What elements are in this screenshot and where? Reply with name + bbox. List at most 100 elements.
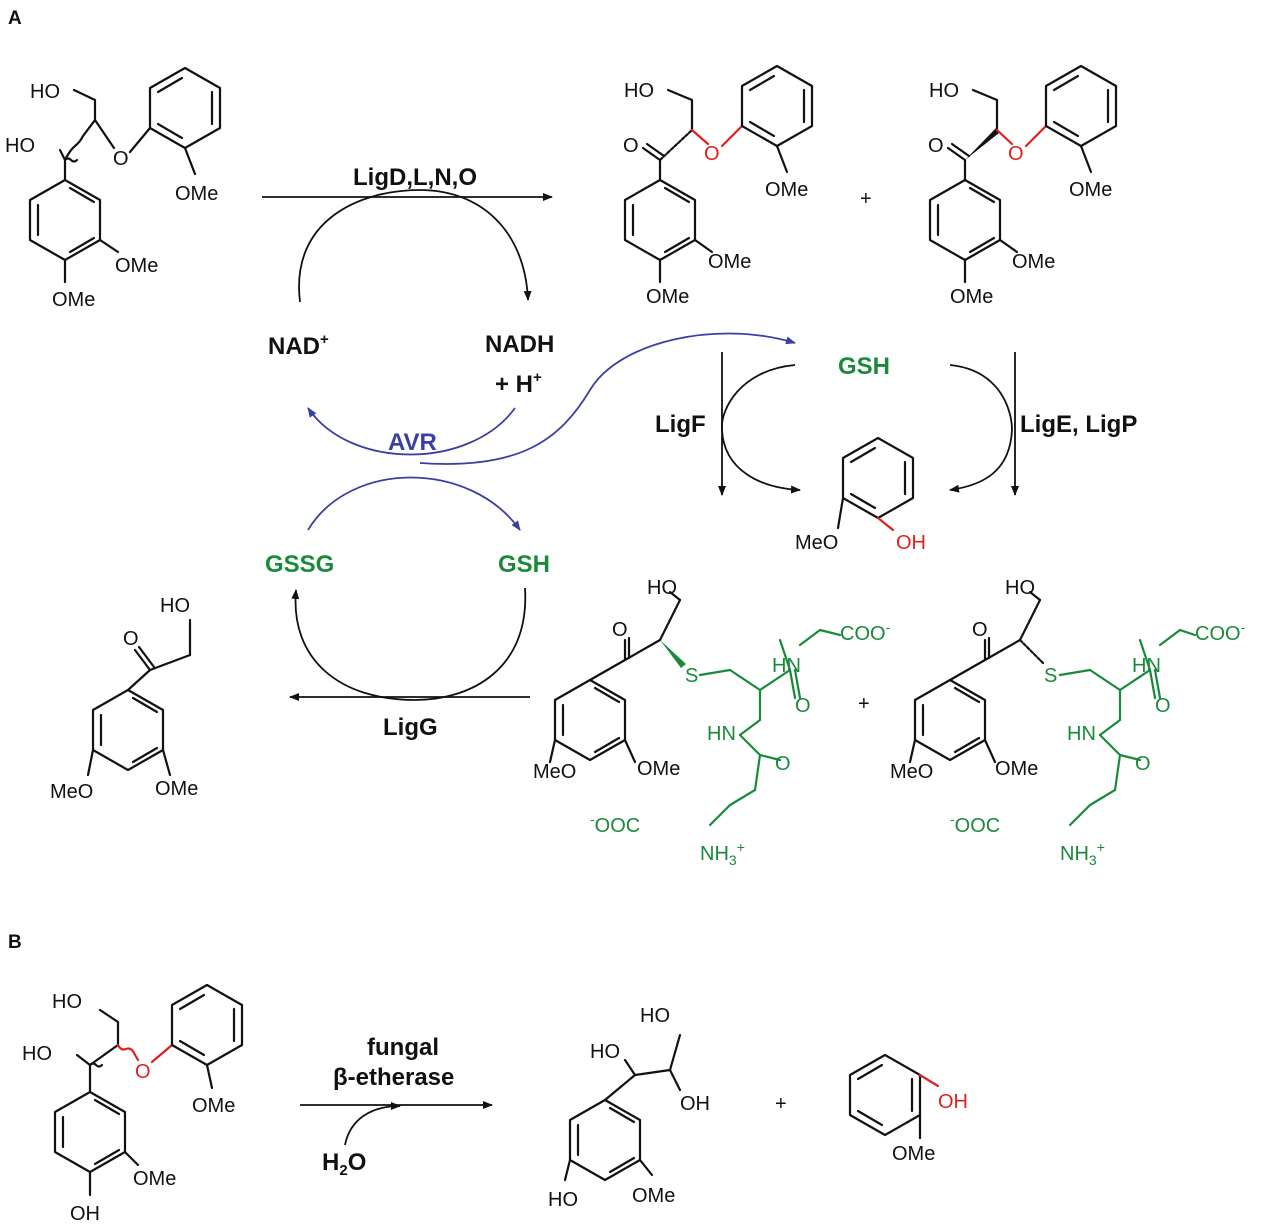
label-o: O [775,753,791,775]
gsh-label-top: GSH [838,353,890,380]
enzyme-ligdlno: LigD,L,N,O [353,164,477,191]
plus-sign: + [860,188,872,210]
label-ome: OMe [646,286,689,308]
label-oh: OH [938,1091,968,1113]
svg-text:-OOC: -OOC [950,811,1000,837]
nadh-label: NADH [485,331,554,358]
substrate-b: HO HO O OMe OMe OH [22,983,244,1225]
label-meo: MeO [795,532,838,554]
label-hn: HN [707,723,736,745]
ligg-product: HO O MeO OMe [50,595,198,803]
label-oh: OH [896,532,926,554]
label-s: S [685,665,698,687]
label-nh3: NH [700,843,729,865]
label-o: O [795,695,811,717]
svg-text:COO-: COO- [1195,619,1246,645]
gsh-cycle-arc [291,587,527,701]
label-o: O [135,1061,151,1083]
label-meo: MeO [50,781,93,803]
label-oh: OH [70,1203,100,1225]
label-ome: OMe [892,1143,935,1165]
enzyme-fungal-line1: fungal [367,1034,439,1061]
svg-text:COO-: COO- [840,619,891,645]
label-oh: OH [680,1093,710,1115]
glutathione-conjugate-2: HO O S HN COO- O HN O -OOC NH3+ MeO OMe [890,577,1246,868]
label-o: O [972,619,988,641]
label-ho: HO [52,991,82,1013]
label-ho: HO [1005,577,1035,599]
enzyme-fungal-line2: β-etherase [333,1064,454,1091]
substrate-gggge: HO HO O OMe OMe OMe [5,66,222,311]
avr-arc-gssg [307,476,521,531]
label-s: S [1044,665,1057,687]
guaiacol-product: MeO OH [795,436,926,554]
ligep-curve [949,364,1013,493]
label-meo: MeO [890,761,933,783]
guaiacol-product-b: OH OMe [848,1053,968,1165]
svg-text:NH3+: NH3+ [1060,839,1105,868]
avr-arc-nadh [307,407,516,456]
label-ho: HO [22,1043,52,1065]
label-o: O [612,619,628,641]
panel-label-a: A [8,8,22,29]
gssg-label: GSSG [265,551,334,578]
avr-label: AVR [388,429,437,456]
triol-product: HO HO OH HO OMe [548,1005,710,1211]
label-ome: OMe [52,289,95,311]
hplus-label: + H+ [495,369,542,398]
label-ome: OMe [708,251,751,273]
label-o: O [623,135,639,157]
enzyme-ligf: LigF [655,411,706,438]
gsh-label: GSH [498,551,550,578]
label-ome: OMe [133,1168,176,1190]
label-hn: HN [1132,655,1161,677]
water-label: H2O [322,1149,366,1179]
label-hn: HN [772,655,801,677]
label-ome: OMe [175,183,218,205]
label-o: O [113,148,129,170]
plus-sign: + [775,1093,787,1115]
label-ome: OMe [950,286,993,308]
label-ome: OMe [637,758,680,780]
glutathione-conjugate-1: HO O S HN COO- O HN O -OOC NH3+ MeO OMe [533,577,891,868]
label-nh3: NH [1060,843,1089,865]
ketone-product-1: HO O O OMe OMe OMe [623,64,814,308]
ketone-product-2: HO O O OMe OMe OMe [928,64,1118,308]
enzyme-ligep: LigE, LigP [1020,411,1137,438]
label-ome: OMe [1012,251,1055,273]
label-ooc: OOC [595,815,641,837]
water-curve [344,1102,401,1146]
panel-label-b: B [8,932,22,953]
label-ho: HO [929,80,959,102]
label-o: O [928,135,944,157]
label-hn: HN [1067,723,1096,745]
label-coo: COO [1195,623,1241,645]
enzyme-ligg: LigG [383,714,438,741]
label-ho: HO [30,81,60,103]
label-ho: HO [590,1041,620,1063]
label-ho: HO [647,577,677,599]
label-o: O [123,628,139,650]
label-ho: HO [548,1189,578,1211]
svg-text:-OOC: -OOC [590,811,640,837]
label-ooc: OOC [955,815,1001,837]
label-ome: OMe [1069,179,1112,201]
label-ome: OMe [765,179,808,201]
plus-sign: + [858,693,870,715]
label-o: O [1135,753,1151,775]
label-coo: COO [840,623,886,645]
label-o: O [1155,695,1171,717]
label-ho: HO [5,135,35,157]
label-o: O [1008,143,1024,165]
label-o: O [704,143,720,165]
label-meo: MeO [533,761,576,783]
label-ho: HO [160,595,190,617]
svg-text:NH3+: NH3+ [700,839,745,868]
nad-label: NAD+ [268,331,329,360]
label-ome: OMe [115,255,158,277]
label-ho: HO [624,80,654,102]
avr-arc-gsh [419,332,796,465]
label-ome: OMe [192,1095,235,1117]
label-ho: HO [640,1005,670,1027]
